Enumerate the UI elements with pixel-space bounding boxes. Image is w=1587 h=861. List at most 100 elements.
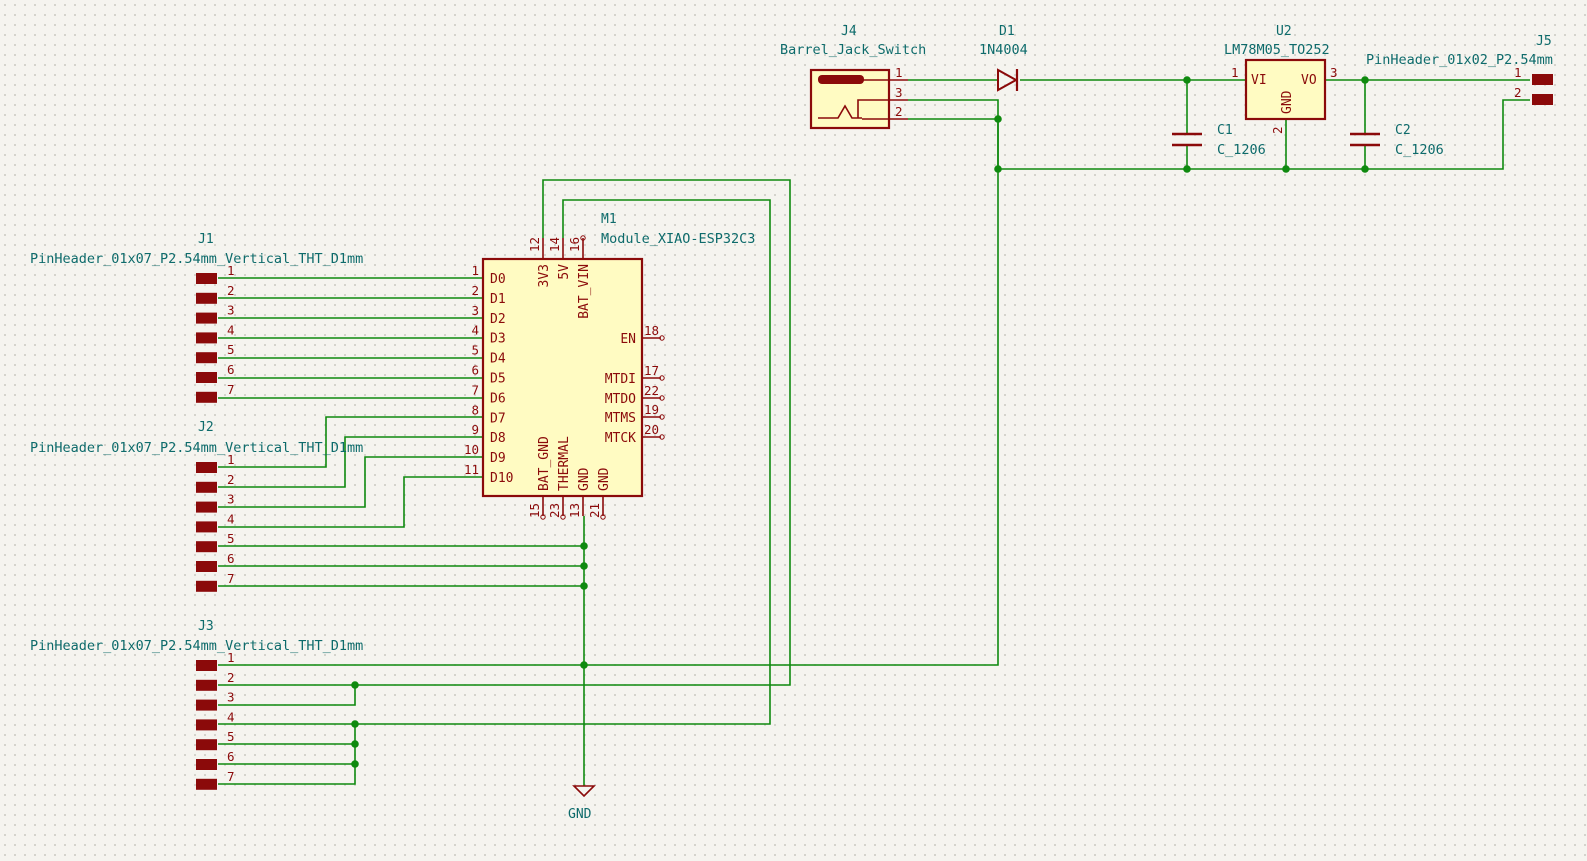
wire-j3-7[interactable] — [218, 724, 356, 785]
m1-pin-number: 9 — [471, 422, 479, 437]
j1-pin-pad[interactable] — [196, 332, 217, 344]
m1-pin-name: D2 — [490, 312, 506, 327]
junction — [580, 542, 588, 550]
j5-pin-header[interactable]: 1 2 — [1514, 65, 1553, 105]
j2-pin-pad[interactable] — [196, 462, 217, 473]
junctions — [351, 76, 1369, 768]
j3-pin-pad[interactable] — [196, 699, 217, 711]
j4-pin-number: 3 — [895, 85, 903, 100]
m1-ref: M1 — [601, 212, 617, 227]
m1-pin-name: MTDO — [605, 392, 636, 407]
junction — [351, 740, 359, 748]
j3-pin-number: 2 — [227, 670, 235, 685]
m1-pin-number: 15 — [527, 503, 542, 518]
wire-j2-2-d8[interactable] — [218, 436, 483, 488]
m1-pin-name: GND — [597, 467, 612, 491]
j1-pin-pad[interactable] — [196, 352, 217, 364]
u2-value: LM78M05_TO252 — [1224, 42, 1330, 58]
m1-pin-number: 20 — [644, 422, 659, 437]
j3-pin-pad[interactable] — [196, 660, 217, 671]
j1-pin-number: 3 — [227, 303, 235, 318]
m1-pin-number: 1 — [471, 263, 479, 278]
m1-unconnected-marker — [540, 514, 546, 520]
j2-pin-pad[interactable] — [196, 521, 217, 533]
j2-pin-number: 6 — [227, 551, 235, 566]
wire-j3-2-3v3[interactable] — [218, 179, 791, 686]
m1-pin-number: 22 — [644, 383, 659, 398]
wire-j2-3-d9[interactable] — [218, 456, 483, 508]
wire-j3-1-gnd[interactable] — [218, 119, 999, 666]
gnd-triangle — [572, 785, 596, 798]
d1-anode-icon — [997, 68, 1019, 92]
m1-value: Module_XIAO-ESP32C3 — [601, 231, 755, 247]
j2-pin-pad[interactable] — [196, 580, 217, 592]
c1-ref: C1 — [1217, 123, 1233, 138]
m1-pin-number: 12 — [527, 237, 542, 252]
c2-capacitor[interactable] — [1350, 132, 1380, 147]
m1-unconnected-marker — [600, 514, 606, 520]
m1-pin-number: 14 — [547, 237, 562, 252]
u2-pin-number: 3 — [1330, 65, 1338, 80]
j1-pin-pad[interactable] — [196, 292, 217, 304]
j5-ref: J5 — [1536, 34, 1552, 49]
m1-body[interactable] — [481, 257, 644, 498]
m1-pin-name: BAT_GND — [537, 436, 552, 491]
m1-pin-name: D1 — [490, 292, 506, 307]
d1-diode[interactable] — [997, 68, 1019, 92]
c2-value: C_1206 — [1395, 142, 1444, 158]
u2-ref: U2 — [1276, 24, 1292, 39]
j2-pin-pad[interactable] — [196, 501, 217, 513]
wire-j2-4-d10[interactable] — [218, 476, 483, 528]
m1-pin-name: D0 — [490, 272, 506, 287]
j4-barrel-icon — [818, 75, 864, 84]
m1-unconnected-marker — [659, 395, 665, 401]
j5-pin-pad[interactable] — [1532, 94, 1553, 105]
j3-pin-pad[interactable] — [196, 739, 217, 751]
u2-pin-gnd: GND — [1280, 90, 1295, 114]
wire-j2-1-d7[interactable] — [218, 416, 483, 468]
m1-pin-name: THERMAL — [557, 436, 572, 491]
j3-pin-pad[interactable] — [196, 759, 217, 770]
m1-pin-number: 8 — [471, 402, 479, 417]
wire-j4-3[interactable] — [908, 99, 999, 119]
j1-pin-pad[interactable] — [196, 273, 217, 284]
m1-pin-number: 23 — [547, 503, 562, 518]
j4-ref: J4 — [841, 24, 857, 39]
wire-j3-3[interactable] — [218, 685, 356, 706]
m1-unconnected-marker — [659, 375, 665, 381]
m1-pin-name: BAT_VIN — [577, 264, 592, 319]
j3-pin-pad[interactable] — [196, 679, 217, 691]
j4-barrel-jack[interactable]: 1 3 2 — [809, 65, 908, 130]
wire-gnd-rail[interactable] — [997, 99, 1530, 170]
j2-pin-pad[interactable] — [196, 561, 217, 572]
j1-pin-number: 5 — [227, 342, 235, 357]
m1-pin-name: MTCK — [605, 431, 636, 446]
m1-pin-name: 5V — [557, 264, 572, 280]
gnd-power-symbol[interactable] — [572, 785, 596, 798]
j1-pin-pad[interactable] — [196, 391, 217, 403]
j2-pin-pad[interactable] — [196, 541, 217, 553]
u2-body[interactable] — [1244, 58, 1327, 121]
gnd-label: GND — [568, 807, 592, 822]
j1-pin-pad[interactable] — [196, 312, 217, 324]
c1-capacitor[interactable] — [1172, 132, 1202, 147]
wire-j3-4-5v[interactable] — [218, 199, 771, 725]
j5-pin-pad[interactable] — [1532, 74, 1553, 85]
j3-pin-pad[interactable] — [196, 778, 217, 790]
j5-pin-number: 1 — [1514, 65, 1522, 80]
j1-pin-pad[interactable] — [196, 372, 217, 383]
c2-ref: C2 — [1395, 123, 1411, 138]
j3-pin-pad[interactable] — [196, 719, 217, 731]
m1-unconnected-marker — [659, 335, 665, 341]
junction — [1183, 165, 1191, 173]
m1-unconnected-marker — [659, 414, 665, 420]
u2-pin-vo: VO — [1301, 73, 1317, 88]
j2-ref: J2 — [198, 420, 214, 435]
j2-pin-pad[interactable] — [196, 481, 217, 493]
u2-regulator[interactable]: VI VO GND 1 3 2 — [1231, 58, 1338, 134]
